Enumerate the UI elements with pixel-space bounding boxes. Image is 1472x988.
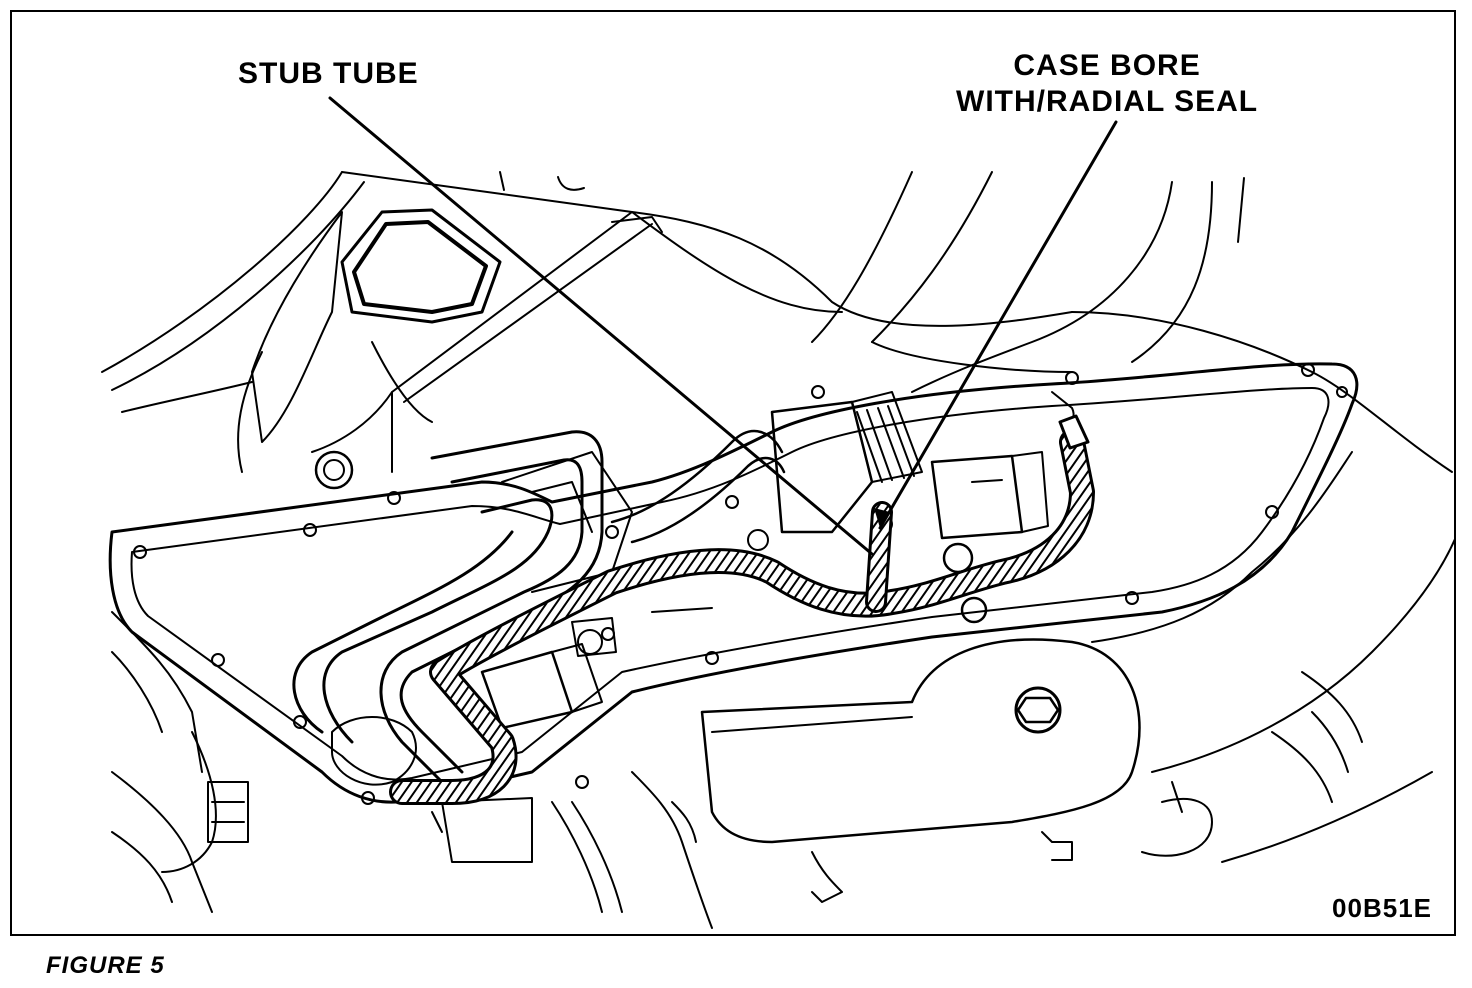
stub-tube-callout: STUB TUBE bbox=[238, 57, 419, 90]
engine-housing bbox=[101, 171, 1453, 473]
bolt-group bbox=[314, 450, 1062, 734]
filler-tubes bbox=[292, 430, 786, 784]
oil-pan bbox=[700, 451, 1454, 863]
valve-body bbox=[480, 391, 1075, 730]
transmission-illustration bbox=[101, 96, 1454, 929]
leader-lines bbox=[328, 96, 1118, 556]
diagram-frame: STUB TUBE CASE BORE WITH/RADIAL SEAL 00B… bbox=[10, 10, 1456, 936]
lower-left-components bbox=[111, 611, 843, 929]
stub-tube-leader bbox=[328, 96, 874, 556]
case-bore-callout-line2: WITH/RADIAL SEAL bbox=[956, 85, 1259, 118]
pan-flange bbox=[108, 362, 1359, 805]
figure-caption: FIGURE 5 bbox=[46, 952, 165, 979]
case-bore-callout-line1: CASE BORE bbox=[1013, 49, 1201, 82]
case-bore-leader bbox=[878, 120, 1118, 530]
figure-id: 00B51E bbox=[1332, 893, 1432, 923]
air-duct bbox=[237, 208, 663, 473]
case-bore-callout: CASE BORE WITH/RADIAL SEAL bbox=[956, 48, 1258, 120]
